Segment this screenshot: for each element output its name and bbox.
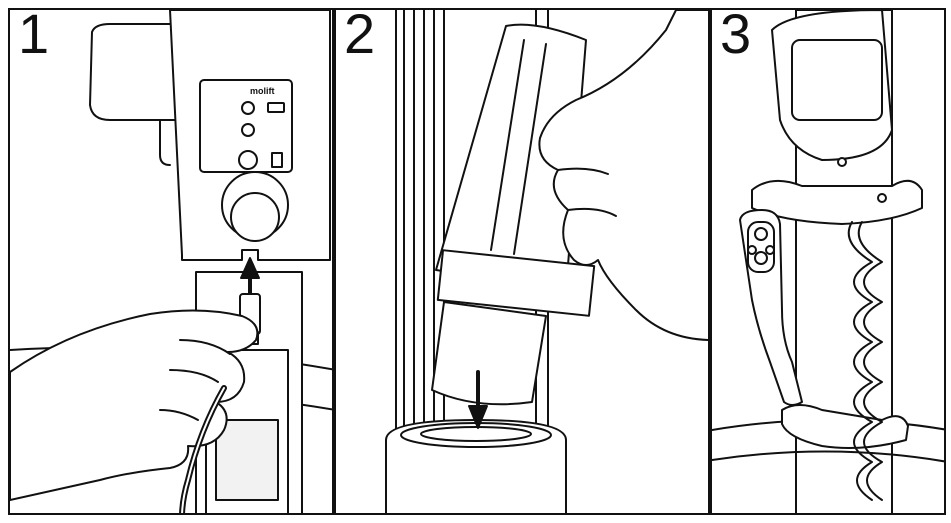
step-2-illustration <box>385 10 708 513</box>
step-panel-2: 2 <box>334 8 710 515</box>
step-panel-1: molift 1 <box>8 8 334 515</box>
step-3-illustration <box>712 10 944 513</box>
step-number: 3 <box>720 8 752 65</box>
step-1-illustration: molift <box>10 10 332 513</box>
step-panel-3: 3 <box>710 8 946 515</box>
brand-label: molift <box>250 86 275 96</box>
step-number: 2 <box>344 8 376 65</box>
step-number: 1 <box>18 8 50 65</box>
caption-strip <box>0 512 951 523</box>
